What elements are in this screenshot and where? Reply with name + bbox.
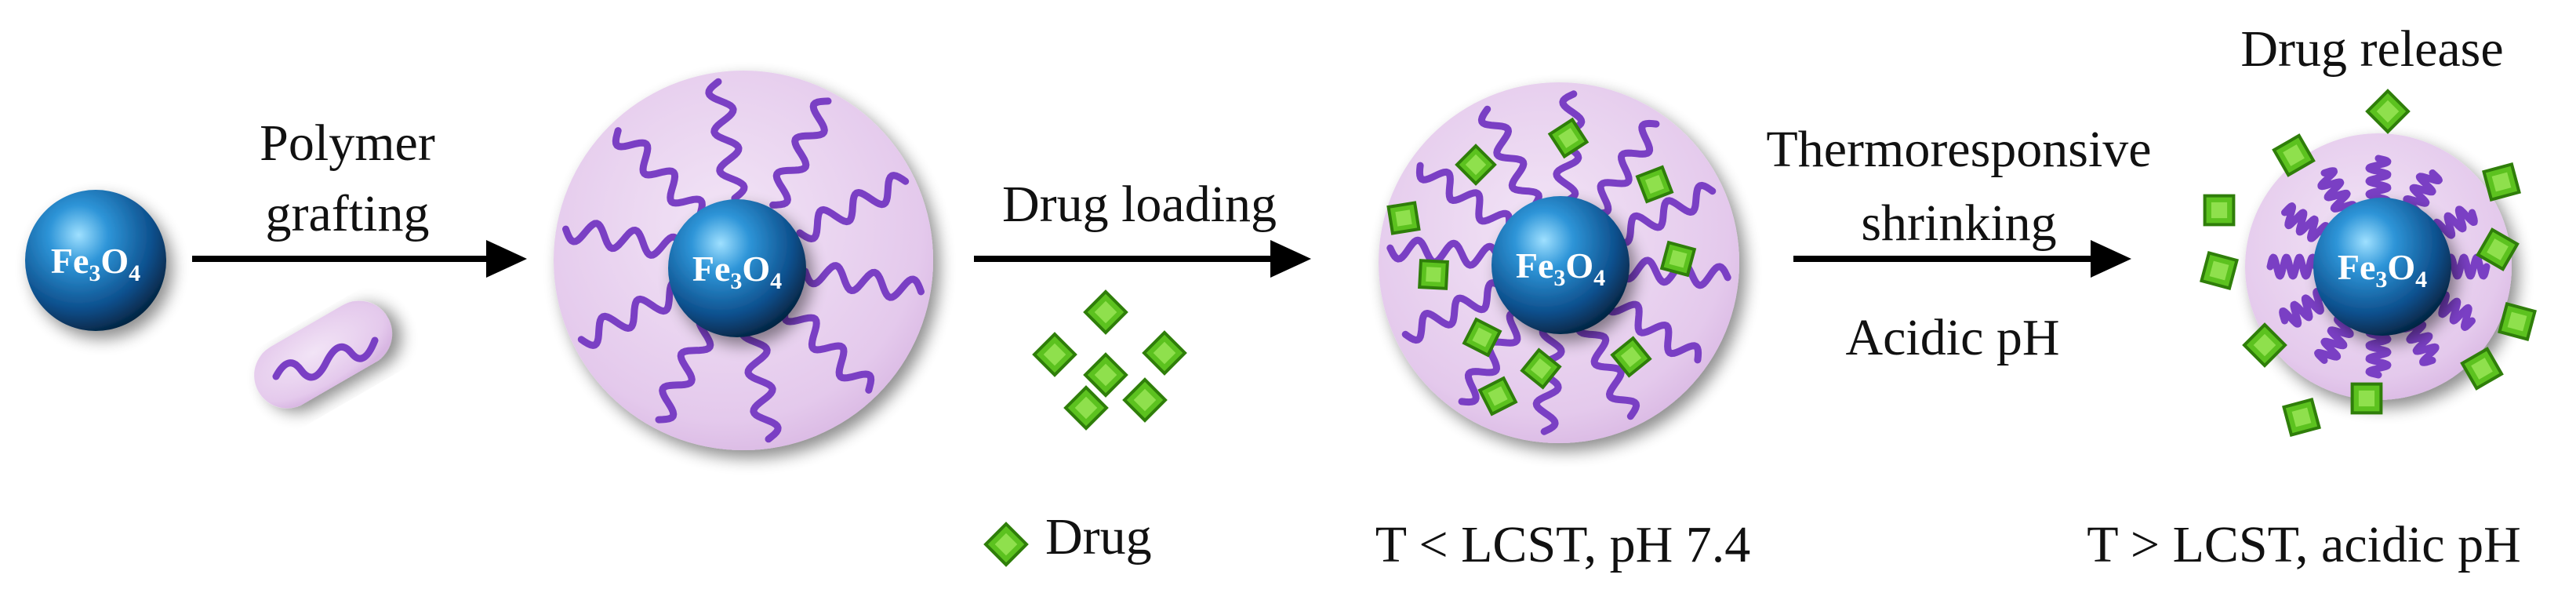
iron-oxide-core [668, 199, 806, 337]
iron-oxide-core [25, 190, 166, 331]
loaded-nanoparticle: Fe3O4 [1491, 196, 1630, 334]
shrinking-arrow [1793, 240, 2131, 278]
polymer-chain [577, 278, 691, 349]
polymer-chain [1477, 105, 1542, 211]
drug-diamond-icon [1083, 289, 1128, 335]
drug-diamond-icon [983, 522, 1029, 567]
released-nanoparticle: Fe3O4 [2313, 198, 2451, 336]
core-formula: Fe3O4 [2338, 247, 2427, 293]
polymer-chain [1575, 315, 1640, 420]
legend-drug-label: Drug [1045, 508, 1152, 566]
drug-diamond-icon [1659, 240, 1697, 278]
polymer-chain [1590, 119, 1660, 217]
drug-diamond-icon [2272, 133, 2316, 177]
drug-diamond-icon [1083, 352, 1128, 398]
polymer-chain [562, 220, 685, 259]
drug-diamond-icon [2460, 347, 2504, 391]
grafted-nanoparticle: Fe3O4 [668, 199, 806, 337]
collapsed-polymer-chain [2266, 253, 2320, 280]
drug-diamond-icon [1462, 317, 1502, 358]
collapsed-polymer-chain [2317, 167, 2357, 216]
drug-diamond-icon [1477, 376, 1518, 416]
polymer-chain [655, 312, 718, 424]
drug-diamond-icon [1063, 385, 1109, 431]
drug-diamond-icon [1547, 117, 1590, 159]
core-formula: Fe3O4 [1516, 245, 1605, 291]
drug-diamond-icon [2476, 227, 2520, 271]
polymer-chain [801, 262, 925, 301]
grafting-label-line2: grafting [265, 185, 430, 242]
polymer-chain [781, 302, 875, 394]
drug-diamond-icon [1386, 201, 1421, 235]
collapsed-polymer-chain [2365, 326, 2392, 379]
collapsed-polymer-chain [2279, 288, 2328, 328]
drug-diamond-icon [1520, 347, 1562, 390]
drug-diamond-icon [2203, 194, 2236, 227]
polymer-chain [796, 172, 910, 242]
drug-diamond-icon [1032, 332, 1077, 377]
polymer-chain [1611, 181, 1717, 246]
drug-diamond-icon [2200, 251, 2239, 290]
drug-diamond-icon [1610, 336, 1652, 378]
drug-diamond-icon [1455, 144, 1497, 186]
core-formula: Fe3O4 [51, 241, 140, 286]
drug-loading-label: Drug loading [1001, 176, 1277, 233]
polymer-chain [1415, 162, 1513, 231]
iron-oxide-core [1491, 196, 1630, 334]
drug-diamond-icon [1122, 377, 1168, 423]
drug-diamond-icon [2498, 302, 2537, 341]
core-formula: Fe3O4 [692, 249, 782, 294]
shrinking-label-line2: shrinking [1861, 195, 2057, 252]
free-polymer-chain [272, 336, 379, 381]
collapsed-polymer-chain [2314, 315, 2354, 364]
polymer-chain [612, 127, 706, 219]
polymer-chain [739, 318, 782, 443]
condition-loaded: T < LCST, pH 7.4 [1375, 516, 1751, 573]
drug-diamond-icon [1142, 330, 1187, 376]
grafting-label-line1: Polymer [260, 115, 435, 172]
collapsed-polymer-chain [2281, 202, 2331, 242]
polymer-chain [1386, 236, 1502, 269]
drug-diamond-icon [2242, 322, 2287, 368]
polymer-chain [1401, 279, 1507, 344]
polymer-chain [1604, 294, 1702, 364]
drug-diamond-icon [1418, 259, 1449, 290]
drug-diamond-icon [2350, 382, 2383, 415]
polymer-pill [254, 300, 392, 409]
condition-released: T > LCST, acidic pH [2087, 516, 2521, 573]
drug-diamond-icon [2482, 162, 2521, 202]
shrinking-label-line1: Thermoresponsive [1766, 121, 2152, 178]
drug-release-label: Drug release [2240, 20, 2504, 78]
loading-arrow [974, 240, 1311, 278]
grafting-arrow [192, 240, 527, 278]
drug-diamond-icon [2282, 398, 2321, 437]
drug-diamond-icon [1635, 165, 1674, 204]
collapsed-polymer-chain [2365, 155, 2392, 208]
polymer-chain [769, 97, 832, 209]
polymer-chain [705, 78, 748, 202]
drug-diamond-icon [2365, 89, 2411, 134]
iron-oxide-core [2313, 198, 2451, 336]
polymer-chain [1458, 308, 1528, 406]
bare-nanoparticle: Fe3O4 [25, 190, 166, 331]
acidic-ph-label: Acidic pH [1845, 309, 2060, 366]
